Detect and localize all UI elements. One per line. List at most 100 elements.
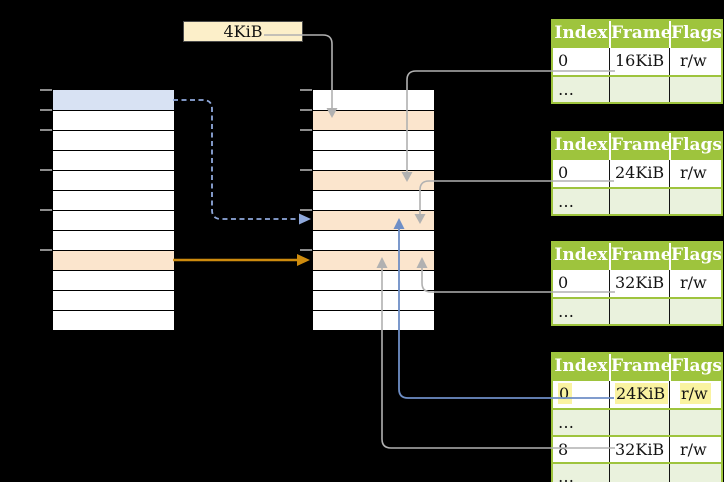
memory-row-orange	[53, 250, 174, 270]
memory-row-white	[53, 150, 174, 170]
address-tick	[300, 209, 312, 211]
table-cell-frame	[609, 464, 669, 482]
table-cell-frame: 32KiB	[609, 437, 669, 462]
column-header-index: Index	[554, 245, 608, 265]
table-cell-frame: 24KiB	[609, 381, 669, 408]
address-tick	[40, 129, 52, 131]
table-cell-index: 0	[558, 51, 569, 70]
page-size-label-text: 4KiB	[223, 22, 263, 41]
table-cell-index: …	[558, 80, 574, 99]
memory-row-blue	[53, 90, 174, 110]
memory-row-white	[53, 170, 174, 190]
table-cell-frame	[609, 299, 669, 324]
column-header-frame: Frame	[609, 21, 669, 48]
arrow-virtual-page-mapping-orange	[173, 254, 310, 266]
table-cell-index: 0	[553, 381, 609, 408]
table-cell-index: 0	[558, 163, 569, 182]
table-cell-index: …	[558, 413, 574, 432]
memory-row-white	[313, 150, 434, 170]
physical-memory-column	[312, 89, 435, 331]
column-header-frame: Frame	[609, 354, 669, 381]
table-row: …	[553, 462, 721, 482]
memory-row-orange	[313, 170, 434, 190]
table-cell-flags: r/w	[669, 381, 721, 408]
table-cell-index: …	[558, 192, 574, 211]
column-header-index: Index	[554, 356, 608, 376]
address-tick	[300, 109, 312, 111]
table-row: 0 24KiB r/w	[553, 381, 721, 408]
table-row: …	[553, 187, 721, 214]
memory-row-white	[313, 130, 434, 150]
table-row: …	[553, 408, 721, 435]
address-tick	[300, 169, 312, 171]
memory-row-white	[53, 290, 174, 310]
address-tick	[40, 249, 52, 251]
table-cell-frame	[609, 189, 669, 214]
memory-row-white	[53, 190, 174, 210]
table-cell-frame: 32KiB	[609, 270, 669, 297]
address-tick	[40, 109, 52, 111]
memory-row-white	[53, 130, 174, 150]
memory-row-white	[313, 190, 434, 210]
memory-row-white	[53, 230, 174, 250]
column-header-flags: Flags	[669, 354, 721, 381]
table-cell-index: …	[558, 467, 574, 482]
table-cell-flags: r/w	[669, 270, 721, 297]
address-tick	[300, 129, 312, 131]
page-size-label: 4KiB	[183, 21, 303, 42]
table-cell-flags	[669, 464, 721, 482]
column-header-index: Index	[554, 23, 608, 43]
memory-row-orange	[313, 250, 434, 270]
table-cell-flags: r/w	[669, 48, 721, 75]
memory-row-white	[313, 290, 434, 310]
table-cell-flags	[669, 299, 721, 324]
memory-row-white	[313, 90, 434, 110]
table-cell-flags	[669, 410, 721, 435]
memory-row-white	[313, 310, 434, 330]
address-tick	[40, 209, 52, 211]
memory-row-white	[313, 270, 434, 290]
column-header-flags: Flags	[669, 21, 721, 48]
memory-row-orange	[313, 110, 434, 130]
table-cell-index: 8	[558, 440, 569, 459]
table-cell-index: …	[558, 302, 574, 321]
column-header-frame: Frame	[609, 243, 669, 270]
table-cell-frame: 16KiB	[609, 48, 669, 75]
memory-row-white	[53, 270, 174, 290]
table-cell-frame	[609, 77, 669, 102]
table-row: …	[553, 297, 721, 324]
table-cell-flags	[669, 189, 721, 214]
table-cell-index: 0	[558, 273, 569, 292]
table-cell-frame: 24KiB	[609, 160, 669, 187]
memory-row-white	[53, 210, 174, 230]
address-tick	[300, 89, 312, 91]
table-cell-frame	[609, 410, 669, 435]
address-tick	[40, 169, 52, 171]
memory-row-white	[313, 230, 434, 250]
highlighted-cell-text: r/w	[680, 383, 711, 404]
highlighted-cell-text: 0	[558, 383, 573, 404]
column-header-frame: Frame	[609, 133, 669, 160]
highlighted-cell-text: 24KiB	[615, 383, 669, 404]
table-row: …	[553, 75, 721, 102]
address-tick	[40, 89, 52, 91]
table-cell-flags: r/w	[669, 437, 721, 462]
virtual-memory-column	[52, 89, 175, 331]
address-tick	[300, 249, 312, 251]
memory-row-white	[53, 110, 174, 130]
table-cell-flags: r/w	[669, 160, 721, 187]
column-header-flags: Flags	[669, 133, 721, 160]
column-header-flags: Flags	[669, 243, 721, 270]
